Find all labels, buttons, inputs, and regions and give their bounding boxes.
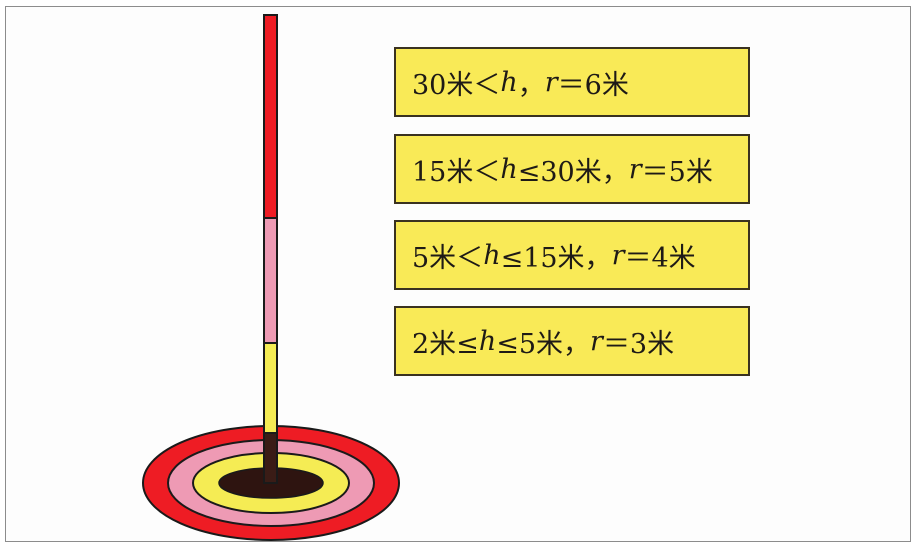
rule-4-text-b: ≤5米，	[496, 328, 591, 360]
pole-segment-yellow	[263, 342, 278, 434]
rule-1-var-r: r	[544, 66, 558, 98]
rule-box-1: 30米＜h，r＝6米	[394, 47, 750, 117]
rule-box-4: 2米≤h≤5米，r＝3米	[394, 306, 750, 376]
rule-box-3: 5米＜h≤15米，r＝4米	[394, 220, 750, 290]
rule-2-text-b: ≤30米，	[517, 156, 629, 188]
rule-1-text-b: ，	[517, 69, 545, 101]
rule-4-text-a: 2米≤	[412, 328, 479, 360]
rule-1-text-a: 30米＜	[412, 69, 501, 101]
rule-1-var-h: h	[500, 66, 518, 98]
rule-4-text-c: ＝3米	[602, 328, 675, 360]
rule-2-var-r: r	[628, 153, 642, 185]
rule-3-text-c: ＝4米	[624, 242, 696, 274]
pole-segment-red	[263, 14, 278, 219]
rule-3-var-h: h	[483, 239, 501, 271]
rule-2-var-h: h	[500, 153, 518, 185]
rule-3-text-b: ≤15米，	[500, 242, 612, 274]
rule-4-var-h: h	[478, 325, 497, 357]
pole-segment-dark	[263, 432, 278, 484]
rule-4-var-r: r	[590, 325, 603, 357]
rule-3-text-a: 5米＜	[412, 242, 484, 274]
rule-2-text-c: ＝5米	[641, 156, 713, 188]
rule-2-text-a: 15米＜	[412, 156, 501, 188]
rule-box-2: 15米＜h≤30米，r＝5米	[394, 134, 750, 204]
rule-1-text-c: ＝6米	[557, 69, 629, 101]
rule-3-var-r: r	[611, 239, 625, 271]
pole-segment-pink	[263, 217, 278, 344]
